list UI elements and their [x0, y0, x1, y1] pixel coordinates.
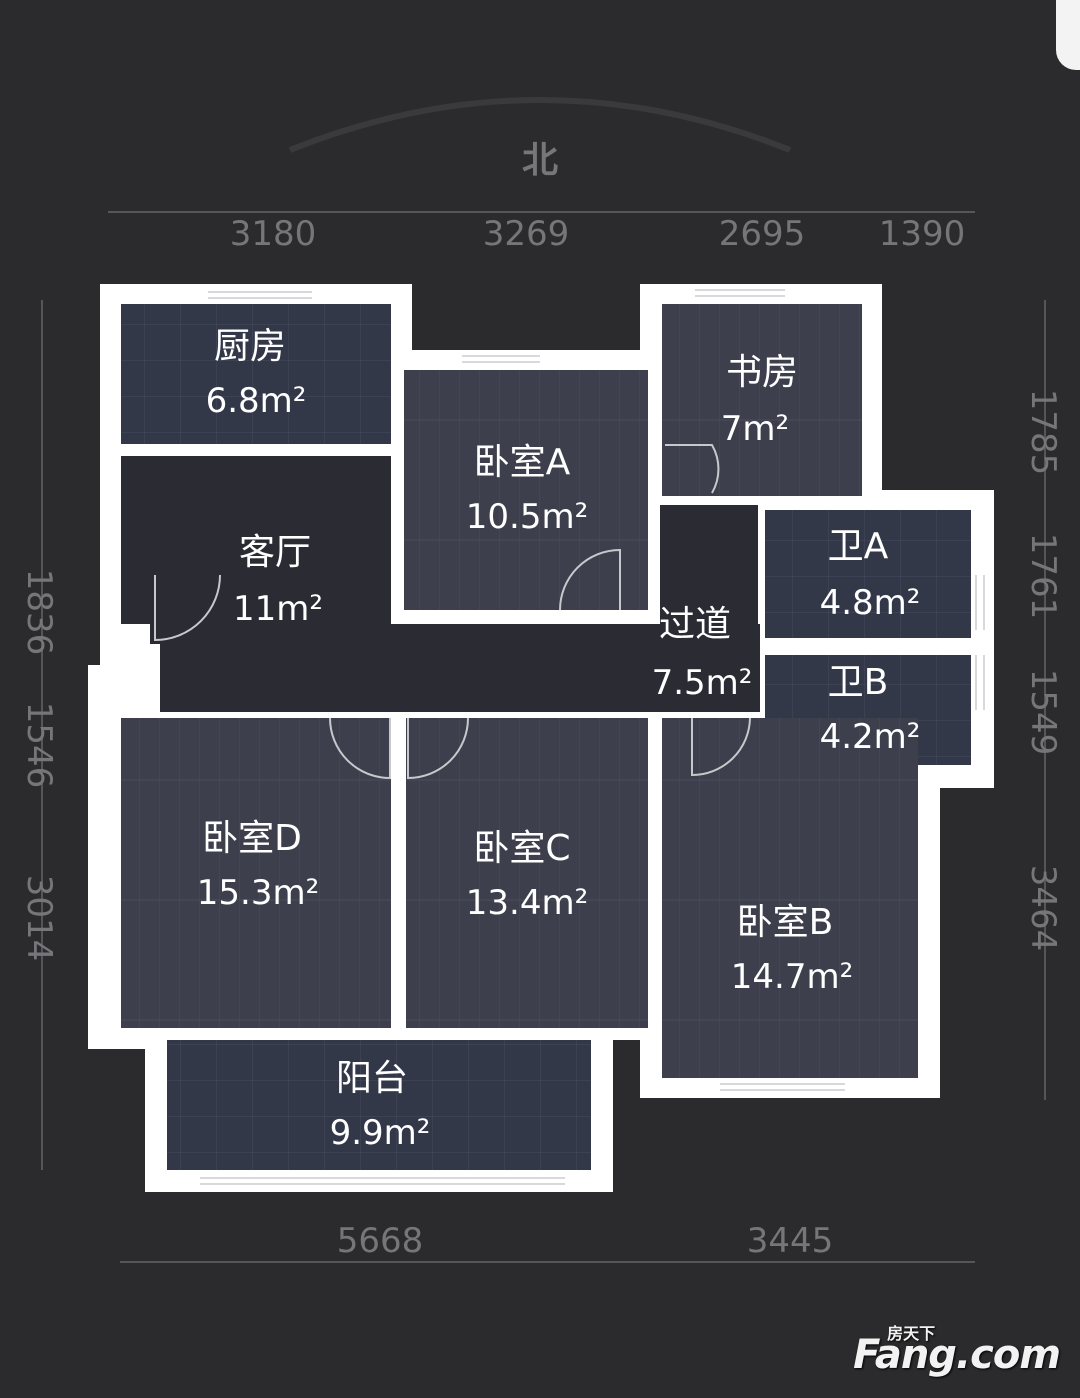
- room-area-living: 11m²: [233, 589, 323, 629]
- dim-top-3: 2695: [719, 214, 806, 254]
- compass-north-label: 北: [522, 140, 558, 181]
- room-name-balcony: 阳台: [336, 1058, 408, 1099]
- room-name-bath-b: 卫B: [828, 662, 889, 703]
- compass-arc: [288, 97, 792, 153]
- room-name-bedroom-a: 卧室A: [474, 442, 571, 483]
- dim-left-3: 3014: [19, 875, 59, 962]
- dim-bottom-1: 5668: [337, 1221, 424, 1261]
- room-name-bath-a: 卫A: [828, 526, 889, 567]
- room-area-bedroom-b: 14.7m²: [731, 957, 853, 997]
- bedroom-b-floor: [662, 718, 918, 1078]
- room-area-bath-b: 4.2m²: [820, 717, 921, 757]
- room-name-bedroom-d: 卧室D: [202, 818, 302, 859]
- room-name-kitchen: 厨房: [214, 326, 286, 367]
- brand-watermark: 房天下 Fang.com: [853, 1324, 1061, 1378]
- room-name-bedroom-c: 卧室C: [473, 828, 570, 869]
- room-labels: 厨房 6.8m² 卧室A 10.5m² 书房 7m² 客厅 11m² 卫A 4.…: [197, 326, 921, 1153]
- room-area-corridor: 7.5m²: [652, 663, 753, 703]
- study-floor: [662, 304, 862, 496]
- doors: [154, 444, 751, 780]
- kitchen-floor: [121, 304, 391, 444]
- bath-a-floor: [765, 510, 971, 638]
- room-area-bedroom-d: 15.3m²: [197, 873, 319, 913]
- room-floors: [121, 304, 971, 1170]
- room-area-study: 7m²: [721, 409, 789, 449]
- room-area-kitchen: 6.8m²: [206, 381, 307, 421]
- room-name-study: 书房: [726, 352, 798, 393]
- brand-watermark-text: Fang.com: [853, 1332, 1061, 1378]
- room-area-bath-a: 4.8m²: [820, 583, 921, 623]
- dim-bottom-2: 3445: [747, 1221, 834, 1261]
- windows: [200, 289, 985, 1185]
- bedroom-a-floor: [404, 370, 648, 610]
- room-name-living: 客厅: [239, 532, 311, 573]
- balcony-floor: [167, 1040, 591, 1170]
- corridor-floor: [160, 624, 760, 712]
- bedroom-c-floor: [406, 718, 648, 1028]
- dim-right-2: 1761: [1023, 533, 1063, 620]
- dim-top-2: 3269: [483, 214, 570, 254]
- room-area-bedroom-c: 13.4m²: [466, 883, 588, 923]
- room-area-balcony: 9.9m²: [330, 1113, 431, 1153]
- dim-right-3: 1549: [1023, 669, 1063, 756]
- dim-left-1: 1836: [19, 569, 59, 656]
- dim-left-2: 1546: [19, 702, 59, 789]
- dim-right-1: 1785: [1023, 389, 1063, 476]
- bedroom-d-floor: [121, 718, 391, 1028]
- brand-watermark-cn: 房天下: [887, 1324, 936, 1343]
- room-area-bedroom-a: 10.5m²: [466, 497, 588, 537]
- dim-top-1: 3180: [230, 214, 317, 254]
- dim-right-4: 3464: [1023, 865, 1063, 952]
- room-name-corridor: 过道: [659, 604, 731, 645]
- window-corner: [1056, 0, 1080, 70]
- dim-top-4: 1390: [879, 214, 966, 254]
- living-floor: [121, 456, 391, 624]
- room-name-bedroom-b: 卧室B: [737, 902, 834, 943]
